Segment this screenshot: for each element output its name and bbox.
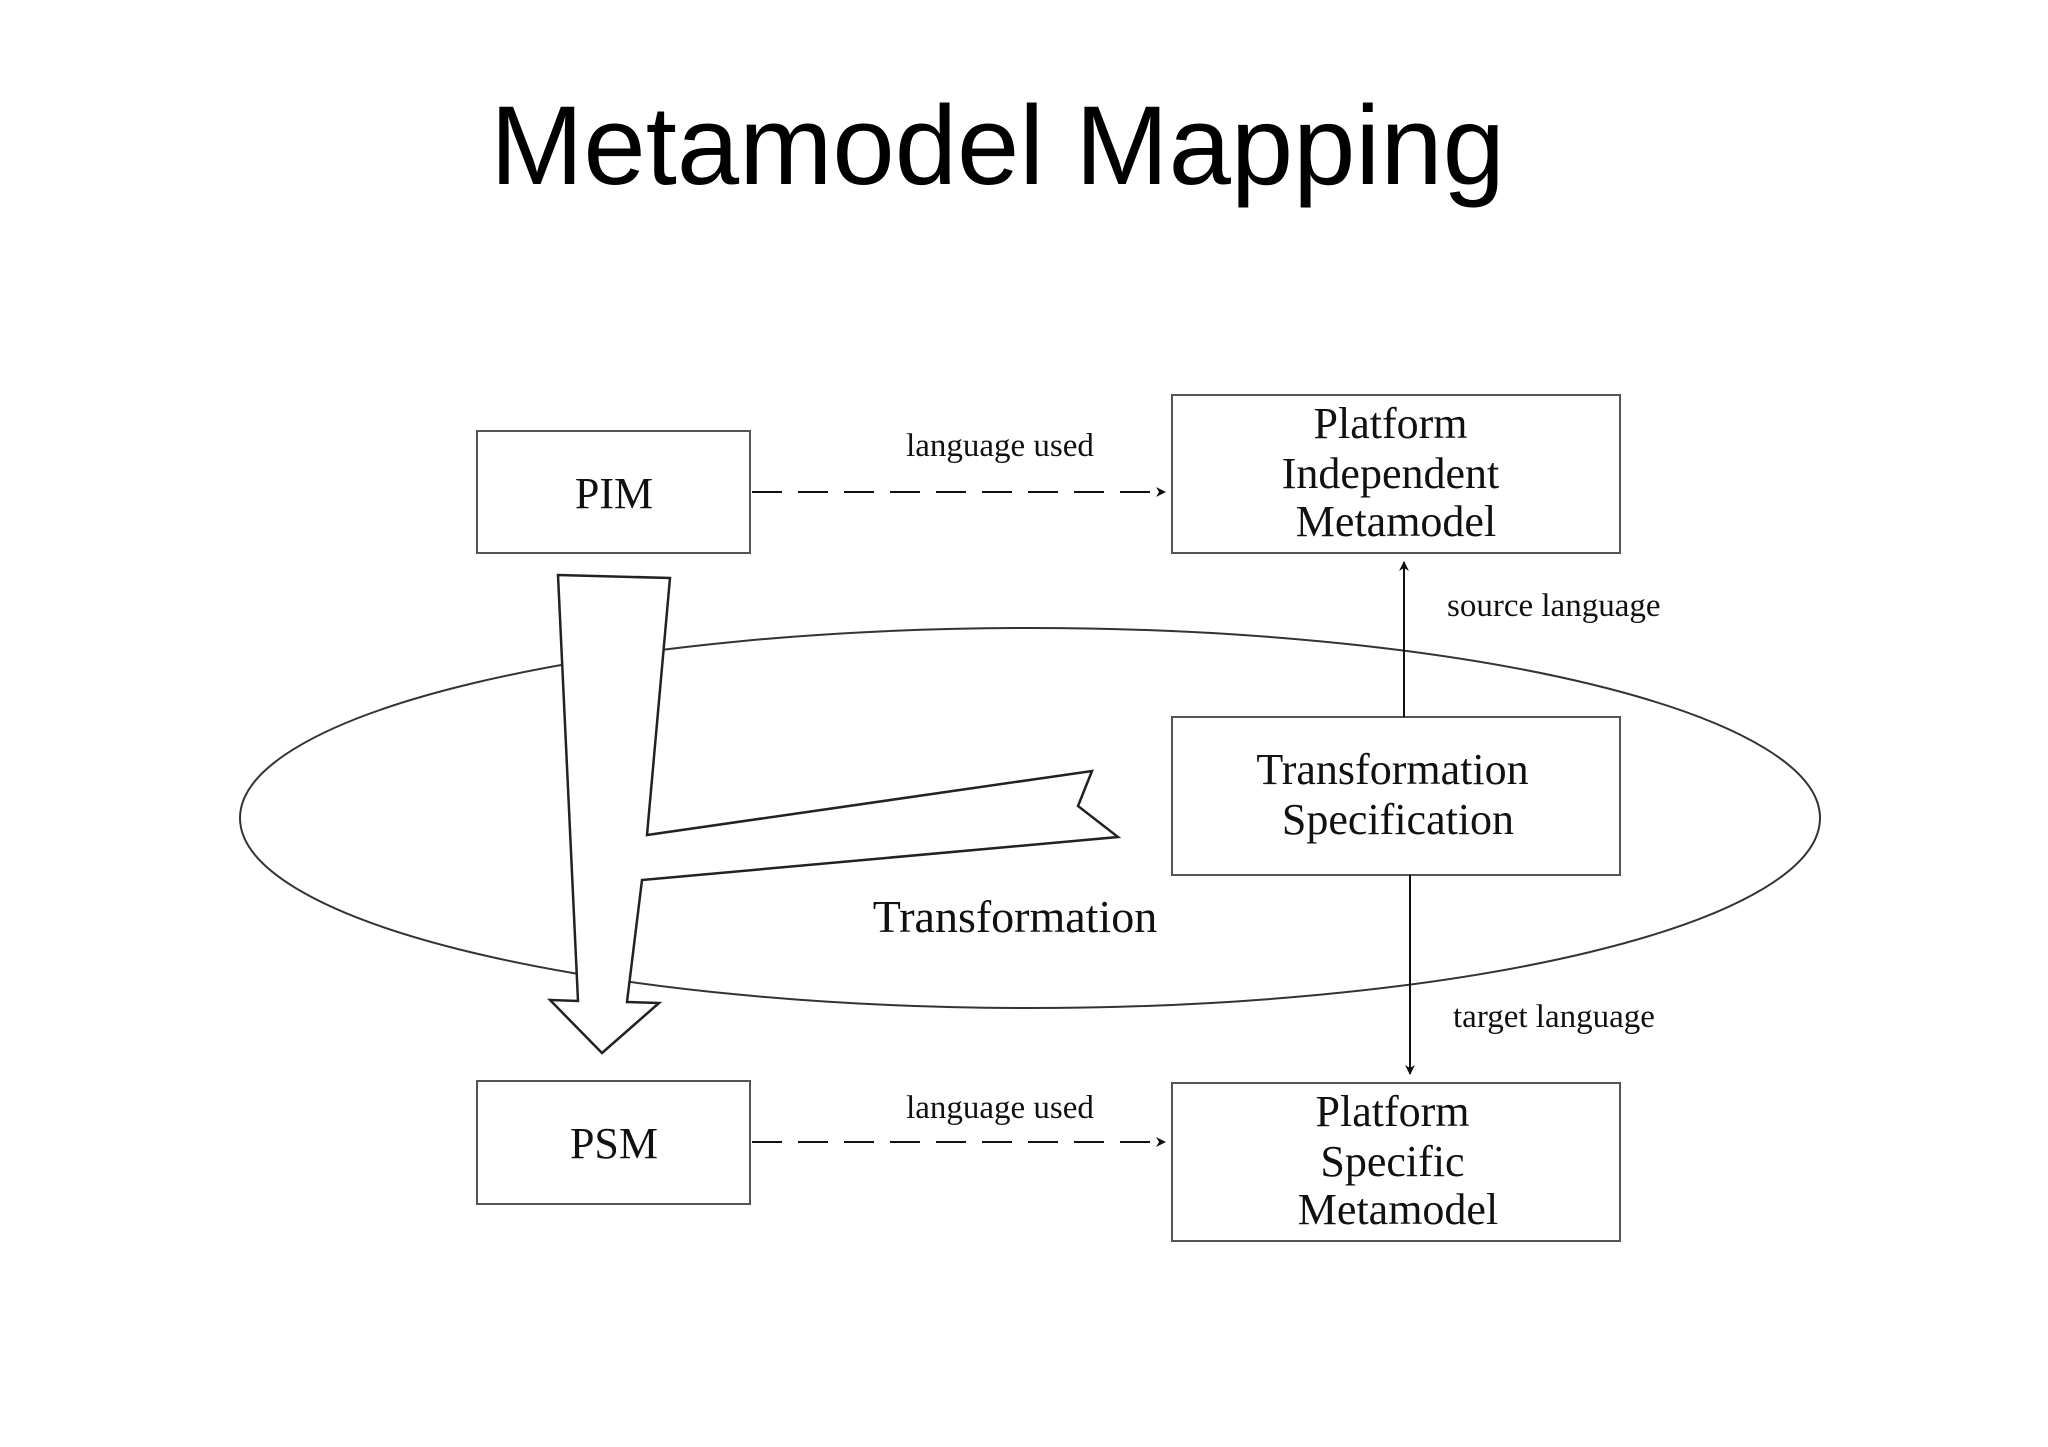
psm-box (476, 1080, 751, 1205)
pim-label: PIM (575, 469, 653, 518)
transformation-spec-line-2: Specification (1282, 795, 1514, 844)
pim-metamodel-node: Platform Independent Metamodel (1171, 394, 1621, 554)
pim-node: PIM (476, 430, 751, 554)
transformation-spec-node: Transformation Specification (1171, 716, 1621, 876)
psm-language-used-label: language used (906, 1090, 1094, 1126)
psm-metamodel-box (1171, 1082, 1621, 1242)
transformation-spec-label: Transformation Specification (1256, 745, 1539, 844)
psm-label: PSM (570, 1119, 658, 1168)
psm-node: PSM (476, 1080, 751, 1205)
transformation-label: Transformation (873, 891, 1158, 942)
transformation-arrow (546, 573, 1122, 1055)
source-language-label: source language (1447, 588, 1661, 624)
slide-title: Metamodel Mapping (490, 83, 1505, 208)
psm-metamodel-label: Platform Specific Metamodel (1298, 1087, 1498, 1234)
pim-metamodel-line-1: Platform (1314, 399, 1468, 448)
psm-metamodel-line-3: Metamodel (1298, 1185, 1498, 1234)
pim-box (476, 430, 751, 554)
transformation-ellipse (239, 627, 1821, 1009)
pim-language-used-label: language used (906, 428, 1094, 464)
transformation-spec-line-1: Transformation (1256, 745, 1528, 794)
pim-metamodel-line-2: Independent (1282, 449, 1499, 498)
pim-metamodel-label: Platform Independent Metamodel (1282, 399, 1510, 546)
psm-metamodel-node: Platform Specific Metamodel (1171, 1082, 1621, 1242)
pim-metamodel-box (1171, 394, 1621, 554)
psm-metamodel-line-1: Platform (1316, 1087, 1470, 1136)
target-language-label: target language (1453, 999, 1655, 1035)
pim-metamodel-line-3: Metamodel (1296, 497, 1496, 546)
psm-metamodel-line-2: Specific (1320, 1137, 1464, 1186)
transformation-spec-box (1171, 716, 1621, 876)
